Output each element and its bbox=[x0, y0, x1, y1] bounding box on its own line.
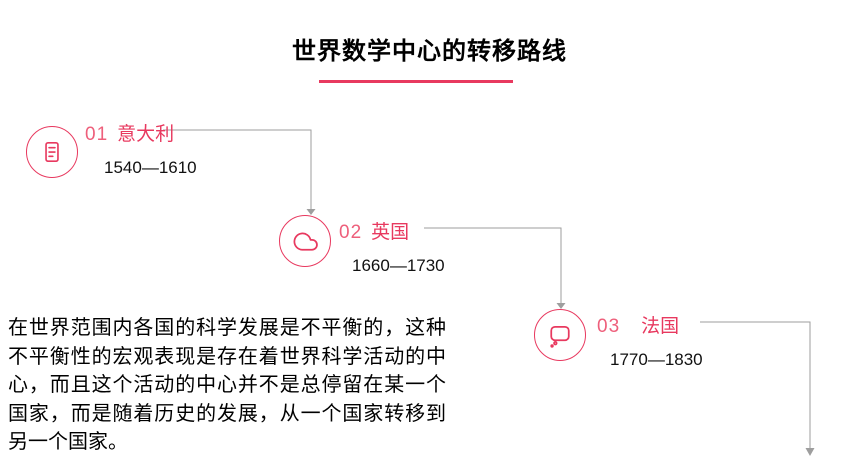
connector-france-onward bbox=[700, 321, 811, 449]
node-number: 01 bbox=[85, 124, 109, 145]
arrowhead-into-france bbox=[556, 303, 566, 309]
arrowhead-down bbox=[805, 448, 815, 456]
node-label-uk: 02 英国 bbox=[339, 217, 409, 244]
node-label-italy: 01 意大利 bbox=[85, 119, 174, 146]
node-label-france: 03 法国 bbox=[597, 311, 679, 338]
node-circle-italy bbox=[26, 126, 78, 178]
thought-bubble-icon bbox=[550, 325, 570, 348]
node-period-italy: 1540—1610 bbox=[104, 158, 197, 177]
node-circle-uk bbox=[279, 215, 331, 267]
page-title: 世界数学中心的转移路线 bbox=[292, 39, 567, 65]
description-paragraph: 在世界范围内各国的科学发展是不平衡的，这种不平衡性的宏观表现是存在着世界科学活动… bbox=[8, 317, 446, 453]
connector-uk-to-france bbox=[424, 227, 562, 304]
title-underline bbox=[319, 80, 513, 83]
node-number: 03 bbox=[597, 316, 621, 337]
node-country: 意大利 bbox=[117, 124, 175, 145]
document-icon bbox=[45, 141, 59, 163]
arrowhead-into-uk bbox=[306, 209, 316, 215]
node-circle-france bbox=[534, 309, 586, 361]
connector-italy-to-uk bbox=[163, 129, 312, 210]
node-number: 02 bbox=[339, 222, 363, 243]
cloud-icon bbox=[293, 232, 318, 251]
node-country: 法国 bbox=[641, 316, 680, 337]
node-period-france: 1770—1830 bbox=[610, 350, 703, 369]
node-period-uk: 1660—1730 bbox=[352, 256, 445, 275]
node-country: 英国 bbox=[371, 222, 410, 243]
